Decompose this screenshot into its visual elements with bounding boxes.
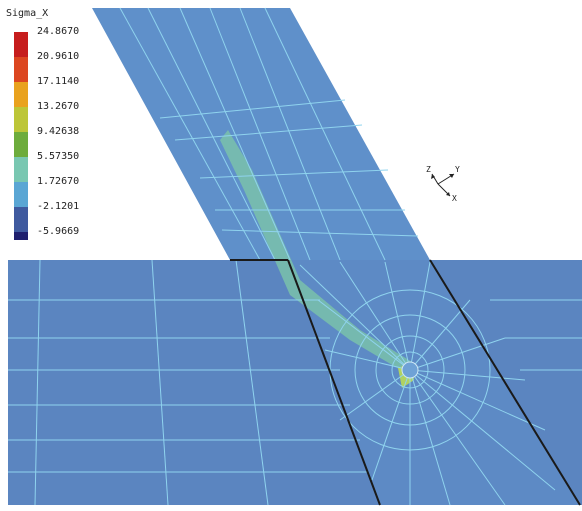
- legend-swatch: [14, 157, 28, 182]
- legend-label: 24.8670: [37, 26, 80, 37]
- legend-label: 20.9610: [37, 51, 80, 62]
- triad-x-label: X: [452, 194, 457, 203]
- legend-label: -2.1201: [37, 201, 80, 212]
- legend-swatch: [14, 232, 28, 240]
- inclined-member: [92, 8, 430, 260]
- radial-mesh: [299, 261, 556, 506]
- legend-swatch: [14, 182, 28, 207]
- legend-label: 17.1140: [37, 76, 80, 87]
- legend-label: 5.57350: [37, 151, 80, 162]
- legend-swatch: [14, 32, 28, 57]
- member-through-plate: [288, 260, 580, 505]
- legend-swatch: [14, 132, 28, 157]
- legend-label: 1.72670: [37, 176, 80, 187]
- legend-swatch: [14, 207, 28, 232]
- bolt-hole: [401, 361, 419, 379]
- plate-mesh: [8, 259, 582, 506]
- triad-y-label: Y: [455, 165, 460, 174]
- triad-z-label: Z: [426, 165, 431, 174]
- coordinate-triad: Y Z X: [424, 162, 474, 208]
- stress-band: [220, 130, 412, 372]
- legend-swatch: [14, 82, 28, 107]
- stress-legend: Sigma_X 24.8670 20.9610 17.1140 13.2670 9.42…: [6, 8, 176, 258]
- legend-label: 9.42638: [37, 126, 80, 137]
- member-mesh: [119, 7, 419, 261]
- member-edges: [230, 259, 581, 506]
- legend-label: 13.2670: [37, 101, 80, 112]
- legend-swatch: [14, 107, 28, 132]
- legend-swatch: [14, 57, 28, 82]
- legend-label: -5.9669: [37, 226, 80, 237]
- triad-axes-icon: [431, 173, 455, 197]
- legend-title: Sigma_X: [6, 8, 49, 19]
